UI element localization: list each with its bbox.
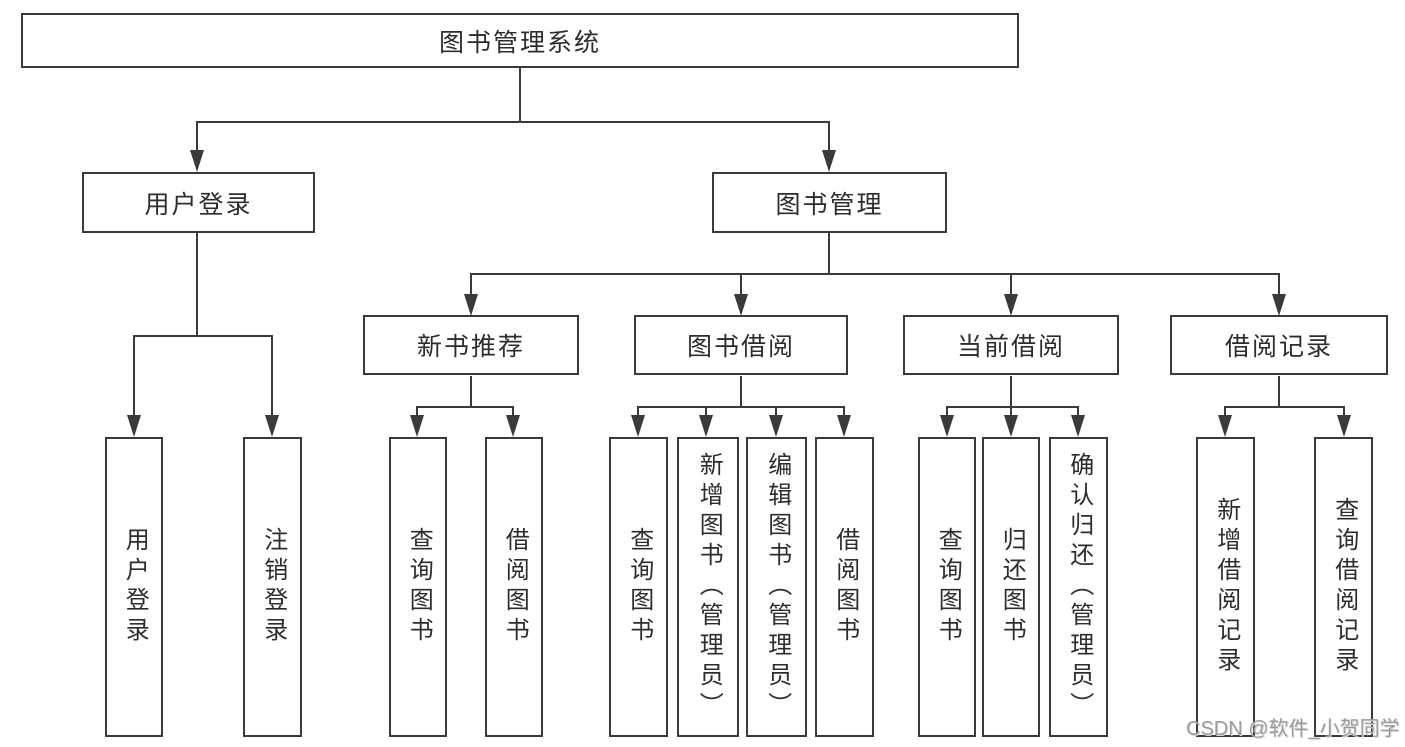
arrowhead-to-bb-edit [769,415,783,437]
leaf-add-books-admin: 新增图书（管理员） [677,437,739,737]
node-user-login: 用户登录 [82,172,315,233]
arrowhead-to-br-add [1218,415,1232,437]
arrowhead-to-book-borrowing [734,294,748,316]
node-library-management-system: 图书管理系统 [21,13,1019,68]
connector-root-branch [196,121,830,123]
connector-to-cb-query [946,407,948,415]
arrowhead-to-new-book-recommendation [464,294,478,316]
connector-to-login [133,336,135,415]
arrowhead-to-br-query [1337,415,1351,437]
connector-to-bb-add [705,407,707,415]
connector-to-book-borrowing [740,274,742,294]
leaf-borrow-books-recommend: 借阅图书 [485,437,543,737]
node-borrowing-records: 借阅记录 [1170,315,1388,375]
leaf-edit-books-admin-label: 编辑图书（管理员） [763,452,791,722]
connector-current-branch [946,406,1079,408]
connector-to-current-borrowing [1010,274,1012,294]
connector-borrowing-stem [740,376,742,407]
connector-root-stem [519,68,521,122]
leaf-query-books-borrowing-label: 查询图书 [625,527,653,647]
node-book-management: 图书管理 [712,172,947,233]
connector-current-stem [1010,376,1012,407]
leaf-borrow-books-label: 借阅图书 [831,527,859,647]
connector-records-stem [1278,376,1280,407]
node-borrowing-records-label: 借阅记录 [1224,333,1333,361]
leaf-add-books-admin-label: 新增图书（管理员） [695,452,723,722]
node-current-borrowing: 当前借阅 [903,315,1119,375]
node-current-borrowing-label: 当前借阅 [956,333,1065,361]
connector-to-cb-confirm [1077,407,1079,415]
node-library-management-system-label: 图书管理系统 [438,28,601,57]
connector-borrowing-branch [637,406,845,408]
connector-to-bb-edit [775,407,777,415]
node-book-borrowing: 图书借阅 [634,315,848,375]
arrowhead-to-bb-borrow [837,415,851,437]
connector-book-management-branch [470,273,1280,275]
leaf-query-books-current-label: 查询图书 [934,527,962,647]
leaf-add-borrow-record-label: 新增借阅记录 [1212,497,1240,677]
leaf-query-borrow-record-label: 查询借阅记录 [1330,497,1358,677]
connector-to-bb-borrow [843,407,845,415]
arrowhead-to-current-borrowing [1004,294,1018,316]
connector-records-branch [1224,406,1345,408]
node-user-login-label: 用户登录 [144,190,253,219]
arrowhead-to-book-management [822,150,836,172]
connector-to-logout [271,336,273,415]
arrowhead-to-user-login [190,150,204,172]
arrowhead-to-logout [265,415,279,437]
arrowhead-to-bb-add [699,415,713,437]
arrowhead-to-login [127,415,141,437]
leaf-return-books: 归还图书 [982,437,1040,737]
leaf-confirm-return-admin: 确认归还（管理员） [1049,437,1108,737]
leaf-edit-books-admin: 编辑图书（管理员） [746,437,807,737]
leaf-query-borrow-record: 查询借阅记录 [1314,437,1373,737]
leaf-confirm-return-admin-label: 确认归还（管理员） [1065,452,1093,722]
arrowhead-to-rec-query [410,415,424,437]
leaf-query-books-current: 查询图书 [918,437,976,737]
connector-book-management-stem [828,233,830,274]
leaf-logout-login-label: 注销登录 [259,527,287,647]
leaf-return-books-label: 归还图书 [998,527,1026,647]
connector-to-br-query [1343,407,1345,415]
connector-to-cb-return [1010,407,1012,415]
connector-to-rec-borrow [512,407,514,415]
connector-to-borrowing-records [1278,274,1280,294]
connector-recommendation-stem [470,376,472,407]
arrowhead-to-rec-borrow [506,415,520,437]
node-book-borrowing-label: 图书借阅 [686,333,795,361]
arrowhead-to-cb-query [940,415,954,437]
connector-to-user-login [196,122,198,150]
leaf-query-books-recommend: 查询图书 [389,437,447,737]
leaf-query-books-recommend-label: 查询图书 [405,527,433,647]
leaf-query-books-borrowing: 查询图书 [609,437,668,737]
node-book-management-label: 图书管理 [775,190,884,219]
arrowhead-to-bb-query [631,415,645,437]
leaf-borrow-books: 借阅图书 [815,437,874,737]
connector-to-br-add [1224,407,1226,415]
connector-to-book-management [828,122,830,150]
connector-to-bb-query [637,407,639,415]
watermark: CSDN @软件_小贺同学 [1186,718,1400,740]
connector-user-login-stem [196,233,198,336]
leaf-user-login: 用户登录 [105,437,163,737]
connector-to-rec-query [416,407,418,415]
arrowhead-to-cb-confirm [1071,415,1085,437]
leaf-add-borrow-record: 新增借阅记录 [1196,437,1255,737]
connector-recommendation-branch [416,406,514,408]
arrowhead-to-borrowing-records [1272,294,1286,316]
leaf-borrow-books-recommend-label: 借阅图书 [501,527,529,647]
connector-user-login-branch [133,335,273,337]
node-new-book-recommendation: 新书推荐 [363,315,579,375]
arrowhead-to-cb-return [1004,415,1018,437]
connector-to-new-book-recommendation [470,274,472,294]
leaf-logout-login: 注销登录 [243,437,302,737]
node-new-book-recommendation-label: 新书推荐 [416,333,525,361]
leaf-user-login-label: 用户登录 [121,527,149,647]
